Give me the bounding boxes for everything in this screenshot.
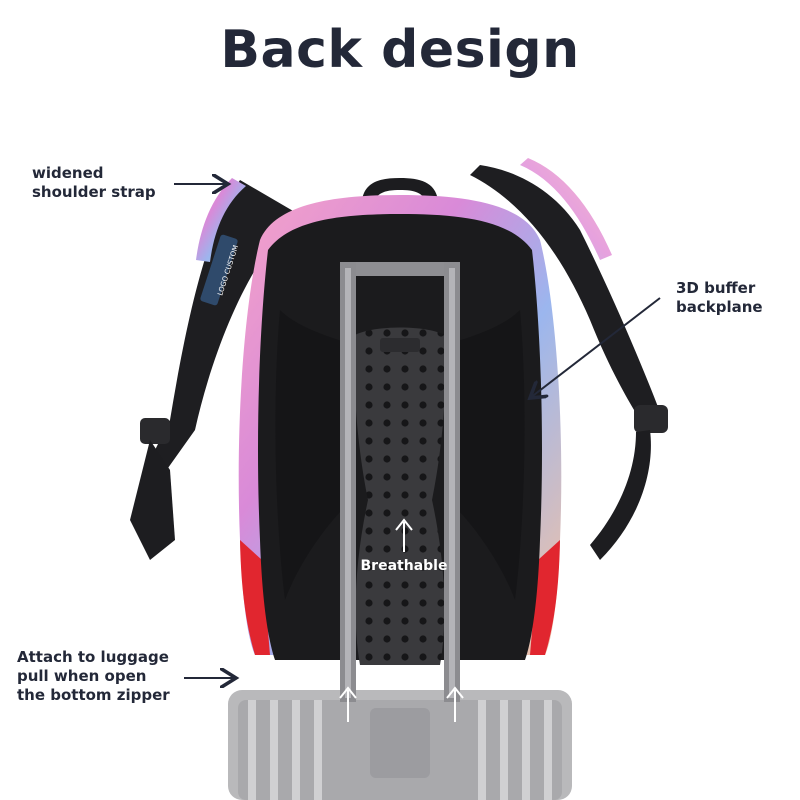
right-strap-buckle [634, 405, 668, 433]
callout-line: widened [32, 164, 104, 182]
attach-arrows-icon [339, 686, 464, 722]
top-handle [362, 178, 438, 206]
luggage-callout: Attach to luggage pull when open the bot… [17, 648, 170, 705]
backplane-callout: 3D buffer backplane [676, 279, 763, 317]
page-title: Back design [220, 20, 580, 80]
callout-line: Attach to luggage [17, 648, 169, 666]
backplane-arrow-icon [530, 297, 661, 398]
callout-line: the bottom zipper [17, 686, 170, 704]
left-strap-buckle [140, 418, 170, 444]
callout-line: pull when open [17, 667, 147, 685]
callout-line: 3D buffer [676, 279, 756, 297]
suitcase [228, 690, 572, 800]
back-panel-mesh [354, 327, 446, 665]
shoulder-strap-callout: widened shoulder strap [32, 164, 156, 202]
callout-line: backplane [676, 298, 763, 316]
breathable-label: Breathable [360, 558, 448, 574]
breathable-arrow-icon [395, 518, 413, 552]
callout-line: shoulder strap [32, 183, 156, 201]
right-shoulder-strap [470, 165, 660, 420]
trolley-handle [340, 262, 460, 702]
